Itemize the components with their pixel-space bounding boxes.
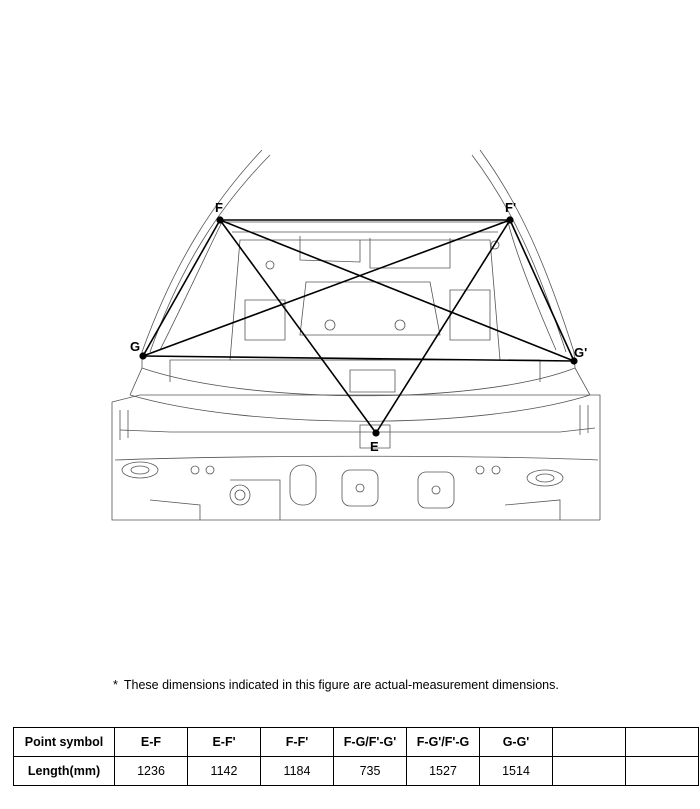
table-cell: 1527 (406, 756, 480, 786)
dimension-table: Point symbol E-F E-F' F-F' F-G/F'-G' F-G… (13, 727, 699, 786)
line-E-Fp (375, 219, 511, 434)
column-header (625, 727, 699, 757)
column-header: E-F (114, 727, 188, 757)
table-cell (625, 756, 699, 786)
car-body-drawing (111, 149, 601, 521)
table-header-row: Point symbol E-F E-F' F-F' F-G/F'-G' F-G… (13, 727, 699, 757)
line-F-G (142, 219, 221, 357)
table-row: Length(mm) 1236 1142 1184 735 1527 1514 (13, 756, 699, 786)
point-G (139, 352, 147, 360)
line-Fp-G (142, 219, 511, 357)
note-text: These dimensions indicated in this figur… (123, 678, 559, 692)
column-header: G-G' (479, 727, 553, 757)
column-header: E-F' (187, 727, 261, 757)
header-label: Point symbol (13, 727, 115, 757)
column-header: F-G'/F'-G (406, 727, 480, 757)
label-point-Fp: F' (505, 200, 516, 215)
measurement-lines (142, 219, 575, 434)
dimension-note: * These dimensions indicated in this figu… (113, 678, 559, 692)
line-E-F (219, 219, 377, 434)
point-Gp (570, 357, 578, 365)
row-label: Length(mm) (13, 756, 115, 786)
measurement-points (139, 216, 578, 437)
line-G-Gp (142, 355, 575, 362)
point-E (372, 429, 380, 437)
label-point-Gp: G' (574, 345, 587, 360)
line-Fp-Gp (509, 219, 575, 362)
table-cell (552, 756, 626, 786)
table-cell: 1142 (187, 756, 261, 786)
column-header (552, 727, 626, 757)
note-marker: * (113, 678, 118, 692)
body-dimension-diagram: F F' G G' E (111, 149, 601, 521)
table-cell: 1514 (479, 756, 553, 786)
table-cell: 735 (333, 756, 407, 786)
point-Fp (506, 216, 514, 224)
label-point-E: E (370, 439, 379, 454)
label-point-G: G (130, 339, 140, 354)
table-cell: 1184 (260, 756, 334, 786)
column-header: F-F' (260, 727, 334, 757)
line-F-Gp (219, 219, 575, 362)
table-cell: 1236 (114, 756, 188, 786)
label-point-F: F (215, 200, 223, 215)
column-header: F-G/F'-G' (333, 727, 407, 757)
point-F (216, 216, 224, 224)
